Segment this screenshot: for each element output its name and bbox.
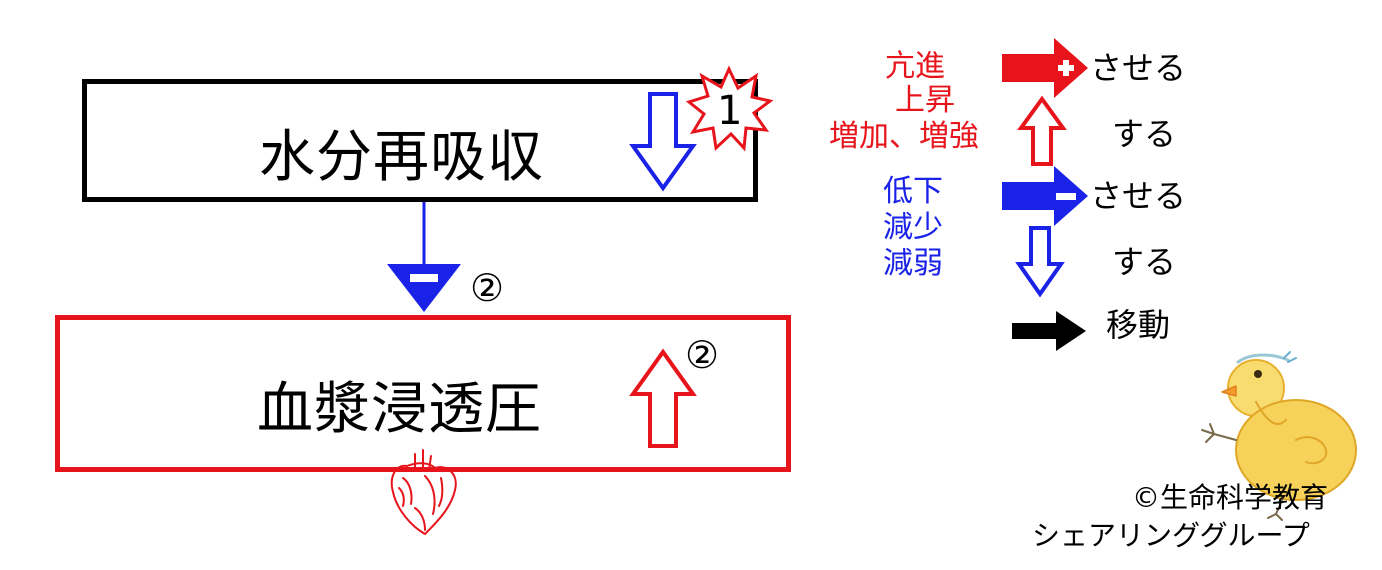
decrease-arrow-icon [629,92,697,192]
legend-increase-label: する [1112,115,1177,153]
legend-inhibit-label: させる [1090,177,1187,215]
move-arrow-icon [1012,311,1086,351]
legend-decrease-word-2: 減少 [883,210,943,245]
step-1-marker: 1 [717,88,743,134]
legend-increase-word-1: 亢進 [885,49,945,84]
starburst-marker-icon [685,65,774,152]
promote-arrow-icon [1002,38,1088,98]
copyright-line-2: シェアリンググループ [1032,519,1310,552]
legend-increase-word-3: 増加、増強 [829,119,979,154]
legend-decrease-word-3: 減弱 [883,246,943,281]
inhibit-connector [387,202,461,312]
legend-promote-label: させる [1090,49,1187,87]
legend-move-label: 移動 [1106,306,1171,344]
inhibit-arrow-icon [1002,166,1088,226]
plasma-osmotic-pressure-box: 血漿浸透圧 [55,315,791,472]
legend-decrease-word-1: 低下 [883,174,943,209]
water-reabsorption-box: 水分再吸収 [82,79,758,202]
step-2-connector-marker: ② [470,266,505,310]
legend-decrease-label: する [1112,243,1177,281]
legend-increase-word-2: 上昇 [895,83,955,118]
heart-icon [390,449,457,535]
increase-arrow-icon [629,348,697,448]
legend-increase-arrow-icon [1017,95,1067,166]
water-reabsorption-label: 水分再吸収 [259,125,544,190]
copyright-line-1: ©生命科学教育 [1132,481,1329,514]
legend-decrease-arrow-icon [1015,226,1065,298]
step-2-box-marker: ② [685,333,720,377]
plasma-osmotic-pressure-label: 血漿浸透圧 [257,377,542,442]
minus-sign-icon [410,274,438,282]
chick-illustration [1201,351,1357,521]
